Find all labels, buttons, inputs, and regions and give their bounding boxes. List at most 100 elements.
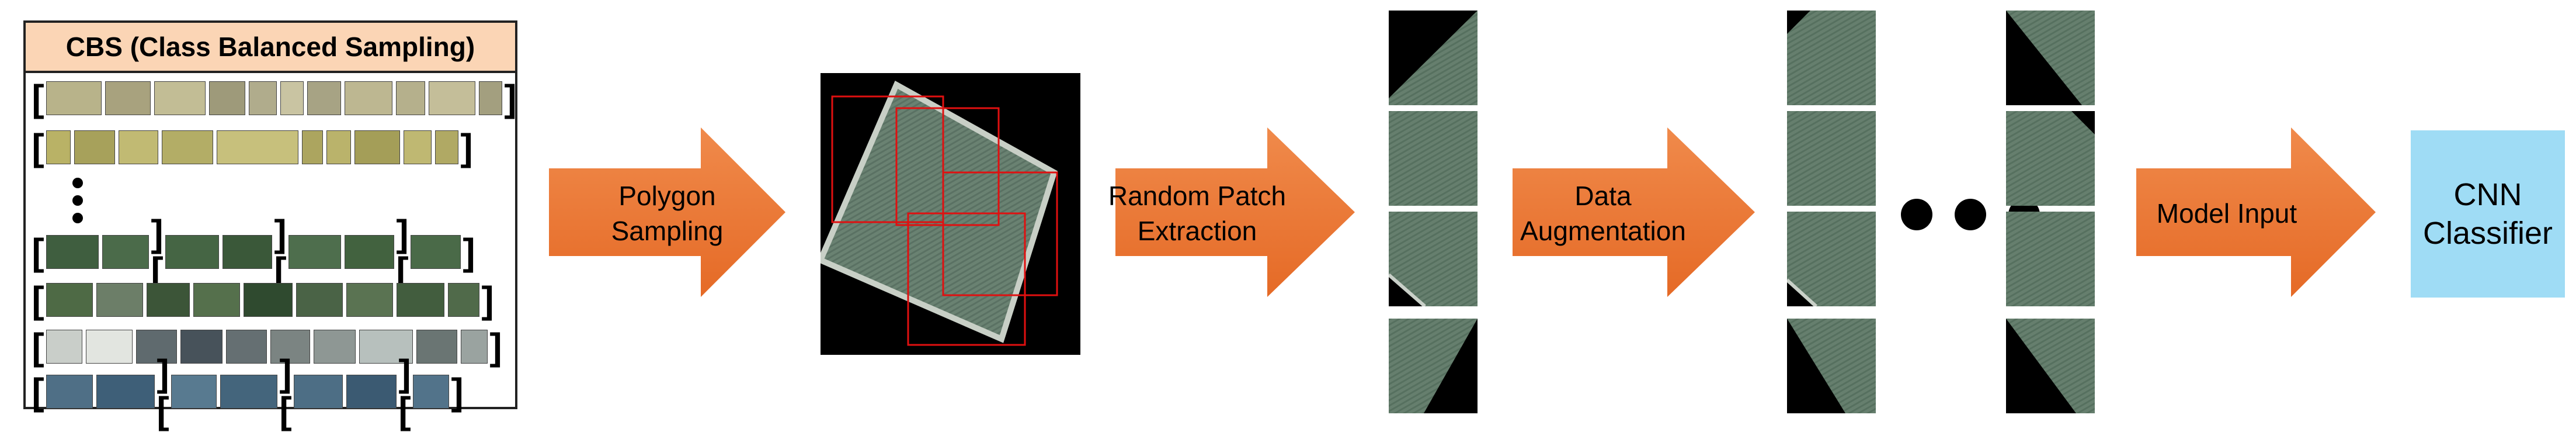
classifier-label-line2: Classifier	[2422, 216, 2553, 251]
sample-thumbnail	[180, 330, 223, 364]
sample-thumbnail	[294, 375, 343, 409]
sample-thumbnail	[314, 330, 356, 364]
bracket-close: ]	[504, 77, 517, 119]
sample-box	[895, 107, 1000, 226]
sample-thumbnail	[435, 130, 458, 164]
sample-row-4: [ ]	[32, 279, 494, 321]
sample-thumbnail	[244, 283, 293, 317]
step-label-line1: Polygon	[618, 181, 716, 211]
augmented-patch-b2	[2006, 111, 2095, 206]
augmented-patch-b1	[2006, 11, 2095, 105]
sample-thumbnail	[413, 375, 449, 409]
augmented-patch-a2	[1787, 111, 1876, 206]
arrow-random-patch-extraction: Random Patch Extraction	[1108, 127, 1355, 297]
sample-thumbnail	[270, 330, 310, 364]
arrow-shape	[1513, 127, 1755, 297]
sample-thumbnail	[479, 81, 502, 115]
augmented-patch-a1	[1787, 11, 1876, 105]
step-label-line2: Extraction	[1137, 216, 1257, 246]
extracted-patch-3	[1389, 212, 1478, 306]
sample-thumbnail	[217, 130, 298, 164]
sample-thumbnail	[307, 81, 341, 115]
sample-thumbnail	[345, 81, 392, 115]
sample-thumbnail	[119, 130, 158, 164]
sample-thumbnail	[302, 130, 323, 164]
bracket-close: ]	[460, 126, 473, 168]
step-label-line1: Data	[1574, 181, 1632, 211]
sample-thumbnail	[86, 330, 133, 364]
step-label-line1: Random Patch	[1108, 181, 1287, 211]
sample-thumbnail	[288, 235, 341, 269]
vertical-ellipsis	[72, 178, 84, 230]
sample-thumbnail	[46, 235, 99, 269]
sample-thumbnail	[326, 130, 351, 164]
sample-row-2: [ ]	[32, 126, 473, 169]
sample-thumbnail	[46, 375, 93, 409]
augmented-patch-b4	[2006, 319, 2095, 413]
sample-thumbnail	[46, 283, 93, 317]
sample-thumbnail	[397, 283, 444, 317]
sample-thumbnail	[96, 375, 155, 409]
extracted-patch-4	[1389, 319, 1478, 413]
bracket-open: [	[32, 126, 44, 168]
sample-thumbnail	[461, 330, 488, 364]
sample-thumbnail	[448, 283, 479, 317]
sample-thumbnail	[296, 283, 343, 317]
sample-thumbnail	[96, 283, 143, 317]
sample-thumbnail	[46, 130, 71, 164]
sample-row-6: [ ][ ][ ][ ]	[32, 352, 464, 431]
sample-thumbnail	[171, 375, 217, 409]
sample-thumbnail	[429, 81, 475, 115]
classifier-label-line1: CNN	[2453, 177, 2522, 212]
augmented-patch-a3	[1787, 212, 1876, 306]
augmented-patch-b3	[2006, 212, 2095, 306]
sample-box	[942, 171, 1058, 296]
sample-thumbnail	[74, 130, 115, 164]
sample-box	[831, 95, 944, 223]
arrow-shape	[549, 127, 785, 297]
sample-thumbnail	[354, 130, 400, 164]
sample-thumbnail	[346, 375, 397, 409]
sample-thumbnail	[396, 81, 425, 115]
step-label-line2: Augmentation	[1520, 216, 1686, 246]
sample-thumbnail	[105, 81, 151, 115]
sample-thumbnail	[209, 81, 245, 115]
step-label-line2: Sampling	[611, 216, 724, 246]
sample-thumbnail	[223, 235, 272, 269]
sample-thumbnail	[147, 283, 190, 317]
sample-row-3: [ ][ ][ ][ ]	[32, 212, 475, 292]
arrow-shape	[2136, 127, 2376, 297]
sample-thumbnail	[46, 81, 102, 115]
horizontal-ellipsis	[1901, 199, 2040, 230]
sample-thumbnail	[162, 130, 213, 164]
sample-thumbnail	[226, 330, 267, 364]
sample-thumbnail	[249, 81, 277, 115]
extracted-patch-1	[1389, 11, 1478, 105]
sample-thumbnail	[345, 235, 394, 269]
sample-thumbnail	[46, 330, 82, 364]
polygon-sample-image	[816, 73, 1080, 355]
sample-thumbnail	[136, 330, 177, 364]
sample-row-1: [ ]	[32, 77, 517, 120]
sample-thumbnail	[359, 330, 413, 364]
arrow-shape	[1115, 127, 1355, 297]
sample-row-5: [ ]	[32, 326, 502, 368]
sample-thumbnail	[154, 81, 206, 115]
sample-thumbnail	[280, 81, 304, 115]
sample-thumbnail	[165, 235, 219, 269]
sample-thumbnail	[220, 375, 277, 409]
sample-thumbnail	[416, 330, 457, 364]
sample-thumbnail	[346, 283, 393, 317]
extracted-patch-2	[1389, 111, 1478, 206]
sample-box	[907, 212, 1026, 346]
step-label-line1: Model Input	[2156, 198, 2297, 229]
sample-thumbnail	[193, 283, 240, 317]
arrow-data-augmentation: Data Augmentation	[1513, 127, 1755, 297]
cbs-panel-title: CBS (Class Balanced Sampling)	[26, 23, 515, 73]
cnn-classifier-box: CNN Classifier	[2411, 130, 2565, 298]
arrow-polygon-sampling: Polygon Sampling	[549, 127, 785, 297]
polygon-region	[816, 80, 1058, 343]
sample-thumbnail	[411, 235, 461, 269]
cbs-panel: CBS (Class Balanced Sampling) [ ] [ ]	[23, 20, 517, 429]
arrow-model-input: Model Input	[2136, 127, 2376, 297]
